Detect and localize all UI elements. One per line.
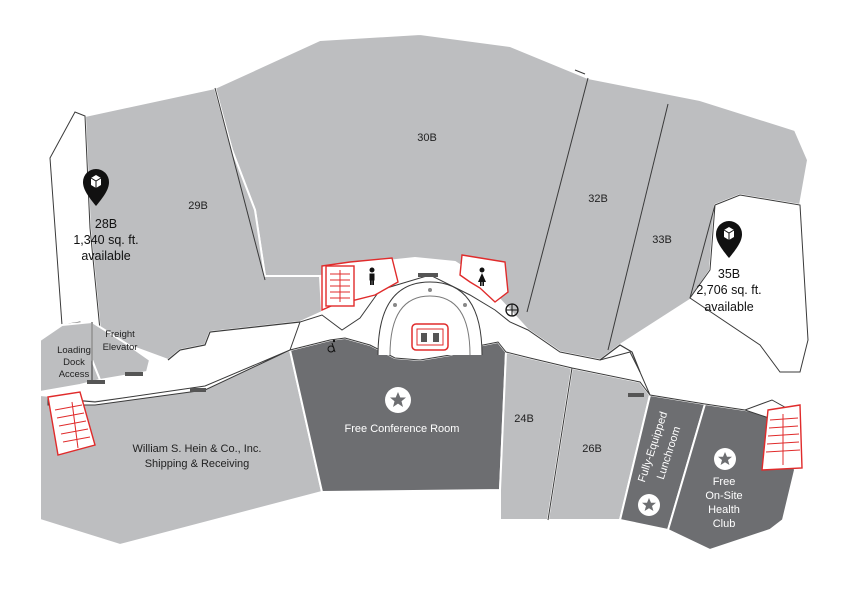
loading-dock-label: Dock <box>63 357 85 368</box>
men-restroom-icon <box>369 267 375 285</box>
door-marker-shipping <box>190 388 206 392</box>
corridor-notch-left <box>167 321 301 361</box>
suite-28b-status: available <box>81 249 130 263</box>
star-circle-icon <box>714 448 736 470</box>
suite-26b-label: 26B <box>582 443 602 455</box>
wall-30b-top <box>574 69 586 75</box>
loading-dock-label: Access <box>59 369 90 380</box>
suite-28b-label: 28B <box>95 217 117 231</box>
cube-map-pin-icon <box>716 221 742 258</box>
door-marker-freight <box>125 372 143 376</box>
conference-room-label: Free Conference Room <box>345 423 460 435</box>
restroom-women[interactable] <box>459 254 509 303</box>
cube-map-pin-icon <box>83 169 109 206</box>
suite-28b-size: 1,340 sq. ft. <box>73 233 138 247</box>
conference-room-area[interactable] <box>288 336 508 494</box>
wall-30b-32b <box>526 77 589 313</box>
health-club-label: Free <box>713 476 736 488</box>
wall-24b-26b <box>547 367 573 521</box>
star-circle-icon <box>385 387 411 413</box>
wall-29b-30b <box>214 87 266 281</box>
stairs-icon[interactable] <box>325 265 355 307</box>
door-marker-lobby <box>418 273 438 277</box>
tenant-hein-label: William S. Hein & Co., Inc. <box>133 443 262 455</box>
suite-35b-status: available <box>704 300 753 314</box>
wall-32b-33b <box>607 103 669 351</box>
wheelchair-icon <box>505 303 519 317</box>
elevator-icon[interactable] <box>411 323 449 351</box>
suite-29b-label: 29B <box>188 200 208 212</box>
freight-elevator-label: Elevator <box>103 342 138 353</box>
suite-33b-label: 33B <box>652 234 672 246</box>
door-marker-lunchroom <box>628 393 644 397</box>
health-club-label: Health <box>708 504 740 516</box>
health-club-label: On-Site <box>705 490 742 502</box>
loading-dock-label: Loading <box>57 345 91 356</box>
suite-32b-label: 32B <box>588 193 608 205</box>
suite-35b-size: 2,706 sq. ft. <box>696 283 761 297</box>
freight-elevator-label: Freight <box>105 329 135 340</box>
suite-24b-label: 24B <box>514 413 534 425</box>
wheelchair-icon <box>327 339 336 353</box>
loading-dock-area[interactable] <box>39 320 102 394</box>
suite-35b-label: 35B <box>718 267 740 281</box>
elevator-lobby <box>377 281 483 356</box>
women-restroom-icon <box>478 267 486 286</box>
star-circle-icon <box>638 494 660 516</box>
door-marker-loading <box>87 380 105 384</box>
corridor-notch-right <box>599 344 641 373</box>
stairs-icon[interactable] <box>761 404 803 471</box>
suite-30b-label: 30B <box>417 132 437 144</box>
wall-33b-35b <box>689 204 716 299</box>
tenant-hein-label: Shipping & Receiving <box>145 458 250 470</box>
stairs-icon[interactable] <box>47 391 96 456</box>
health-club-label: Club <box>713 518 736 530</box>
